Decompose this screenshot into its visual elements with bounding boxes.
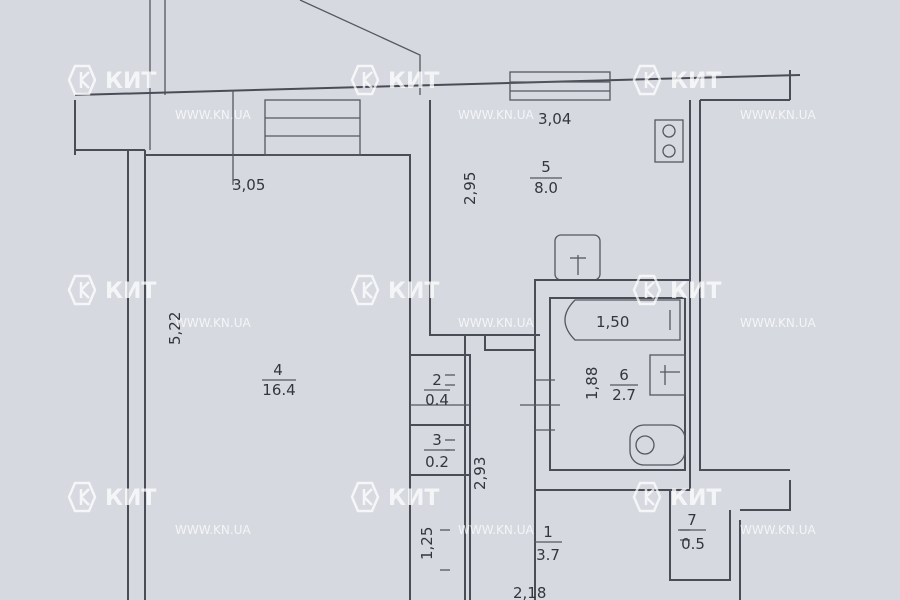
kit-logo-icon (67, 481, 97, 513)
bathroom-inner-wall (549, 297, 686, 471)
watermark-logo-text: КИТ (670, 486, 721, 511)
watermark-logo-text: КИТ (388, 486, 439, 511)
walls (74, 0, 801, 600)
dim-room4-width: 3,05 (232, 176, 265, 194)
room3-number: 3 (432, 431, 442, 449)
kit-logo-icon (632, 274, 662, 306)
dim-room4-length: 5,22 (166, 312, 184, 345)
watermark-url-text: WWW.KN.UA (175, 523, 251, 537)
outer-right-wall (699, 100, 790, 471)
kit-logo-icon (350, 274, 380, 306)
watermark-logo-text: КИТ (670, 69, 721, 94)
dim-room6-length: 1,88 (583, 367, 601, 400)
room4-number: 4 (273, 361, 283, 379)
watermark-logo-text: КИТ (388, 69, 439, 94)
window-top-right (509, 71, 611, 101)
watermark-logo-text: КИТ (388, 279, 439, 304)
room6-area: 2.7 (612, 386, 636, 404)
wall-line (299, 0, 421, 95)
kit-logo-icon (632, 64, 662, 96)
wall (740, 480, 791, 511)
watermark-url-text: WWW.KN.UA (175, 316, 251, 330)
kit-logo-icon (67, 274, 97, 306)
dimension-labels: 3,05 5,22 3,04 2,95 1,50 1,88 2,93 1,25 … (166, 110, 629, 600)
room7-area: 0.5 (681, 535, 705, 553)
room7-wall (669, 490, 731, 581)
watermarks: КИТ WWW.KN.UA КИТ WWW.KN.UA КИТ WWW.KN.UA КИТ W… (67, 64, 816, 537)
room5-number: 5 (541, 158, 551, 176)
kit-logo-icon (350, 64, 380, 96)
room5-area: 8.0 (534, 179, 558, 197)
watermark-logo-text: КИТ (670, 279, 721, 304)
room2-area: 0.4 (425, 391, 449, 409)
kit-logo-icon (67, 64, 97, 96)
watermark-logo-text: КИТ (105, 69, 156, 94)
watermark-url-text: WWW.KN.UA (175, 108, 251, 122)
dim-entry-width: 1,25 (418, 527, 436, 560)
dim-corridor-length: 2,93 (471, 457, 489, 490)
room2-number: 2 (432, 371, 442, 389)
watermark-url-text: WWW.KN.UA (458, 108, 534, 122)
dim-bottom-width: 2,18 (513, 584, 546, 600)
watermark-url-text: WWW.KN.UA (740, 316, 816, 330)
kit-logo-icon (632, 481, 662, 513)
kit-logo-icon (350, 481, 380, 513)
toilet-icon (629, 424, 686, 466)
watermark-url-text: WWW.KN.UA (740, 108, 816, 122)
closet-wall (410, 424, 471, 476)
watermark-url-text: WWW.KN.UA (740, 523, 816, 537)
door-wall (484, 335, 535, 351)
room6-number: 6 (619, 366, 629, 384)
room5-wall (429, 100, 540, 336)
window-top-left (264, 99, 361, 156)
top-wall (74, 74, 801, 96)
room4-area: 16.4 (262, 381, 295, 399)
room1-number: 1 (543, 523, 553, 541)
watermark-logo-text: КИТ (105, 279, 156, 304)
room-labels: 4 16.4 5 8.0 6 2.7 2 0.4 3 0.2 1 3.7 7 0… (262, 158, 706, 564)
dim-room5-width: 3,04 (538, 110, 571, 128)
dim-bath-length: 1,50 (596, 313, 629, 331)
dim-room5-length: 2,95 (461, 172, 479, 205)
corridor-wall (410, 354, 471, 600)
stove-icon (654, 119, 684, 163)
watermark-url-text: WWW.KN.UA (458, 316, 534, 330)
watermark-url-text: WWW.KN.UA (458, 523, 534, 537)
room3-area: 0.2 (425, 453, 449, 471)
room7-number: 7 (687, 511, 697, 529)
washbasin-icon (649, 354, 686, 396)
bathtub-icon (564, 299, 681, 341)
watermark-logo-text: КИТ (105, 486, 156, 511)
room1-area: 3.7 (536, 546, 560, 564)
